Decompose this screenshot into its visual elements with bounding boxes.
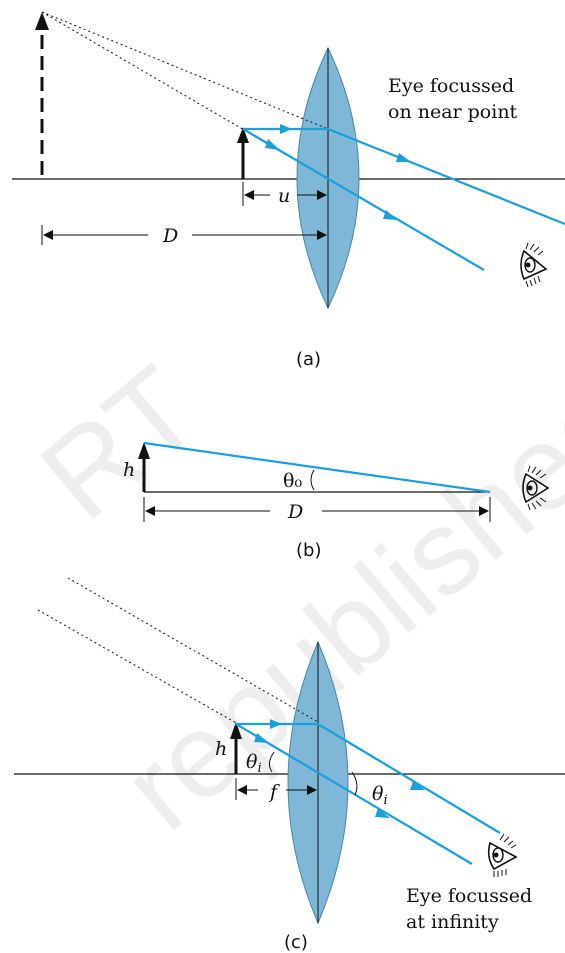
angle-arc-c2 bbox=[351, 771, 358, 796]
theta-i2-label: θi bbox=[372, 783, 388, 808]
theta-i-label: θi bbox=[246, 751, 262, 776]
caption-a: (a) bbox=[296, 349, 321, 370]
ray-c-central bbox=[235, 723, 473, 865]
ray-b bbox=[143, 441, 491, 494]
eye-icon bbox=[522, 465, 550, 511]
construction-line-a1 bbox=[41, 11, 329, 130]
theta-i-subscript: i bbox=[257, 761, 261, 776]
theta-i2-symbol: θ bbox=[372, 783, 384, 805]
eye-label-c-line1: Eye focussed bbox=[406, 885, 532, 907]
u-label: u bbox=[278, 185, 290, 207]
theta-i2-subscript: i bbox=[383, 793, 387, 808]
D-label-b: D bbox=[287, 501, 303, 523]
caption-c: (c) bbox=[284, 932, 308, 953]
ray-a-central bbox=[242, 128, 485, 271]
h-label-c: h bbox=[215, 738, 227, 760]
eye-label-a-line2: on near point bbox=[388, 101, 518, 123]
ray-arrow-c3 bbox=[254, 733, 269, 743]
object-arrowhead-c bbox=[230, 722, 242, 739]
ray-arrow-a1 bbox=[280, 124, 292, 134]
ray-arrow-a3 bbox=[265, 139, 280, 150]
object-arrowhead-b bbox=[138, 442, 150, 459]
eye-icon bbox=[487, 833, 518, 877]
ray-arrow-a2 bbox=[396, 153, 411, 162]
ray-arrow-c4 bbox=[375, 808, 390, 818]
panel-b: h θ₀ D (b) bbox=[123, 441, 550, 561]
ray-arrow-a4 bbox=[383, 210, 398, 220]
construction-line-c1 bbox=[67, 577, 319, 723]
eye-label-a-line1: Eye focussed bbox=[388, 75, 514, 97]
theta-i-symbol: θ bbox=[246, 751, 258, 773]
ray-a-parallel bbox=[243, 127, 565, 226]
ray-c-parallel bbox=[236, 722, 501, 834]
eye-icon bbox=[520, 242, 548, 288]
virtual-image-arrowhead bbox=[35, 12, 49, 30]
angle-arc-b bbox=[310, 469, 315, 491]
angle-arc-c1 bbox=[268, 751, 275, 773]
panel-a: Eye focussed on near point u D (a) bbox=[12, 11, 565, 370]
f-label: f bbox=[268, 781, 280, 803]
object-arrowhead-a bbox=[237, 127, 249, 143]
panel-c: h θi θi f Eye focussed at infinity (c) bbox=[14, 577, 565, 953]
construction-line-c2 bbox=[37, 609, 239, 725]
eye-label-c-line2: at infinity bbox=[406, 911, 499, 933]
ray-arrow-c1 bbox=[270, 719, 282, 729]
watermark-text-1: RT bbox=[16, 341, 223, 545]
theta0-label: θ₀ bbox=[283, 470, 302, 492]
ray-arrow-c2 bbox=[410, 781, 425, 790]
D-label-a: D bbox=[162, 225, 178, 247]
caption-b: (b) bbox=[296, 540, 321, 561]
h-label-b: h bbox=[123, 459, 135, 481]
